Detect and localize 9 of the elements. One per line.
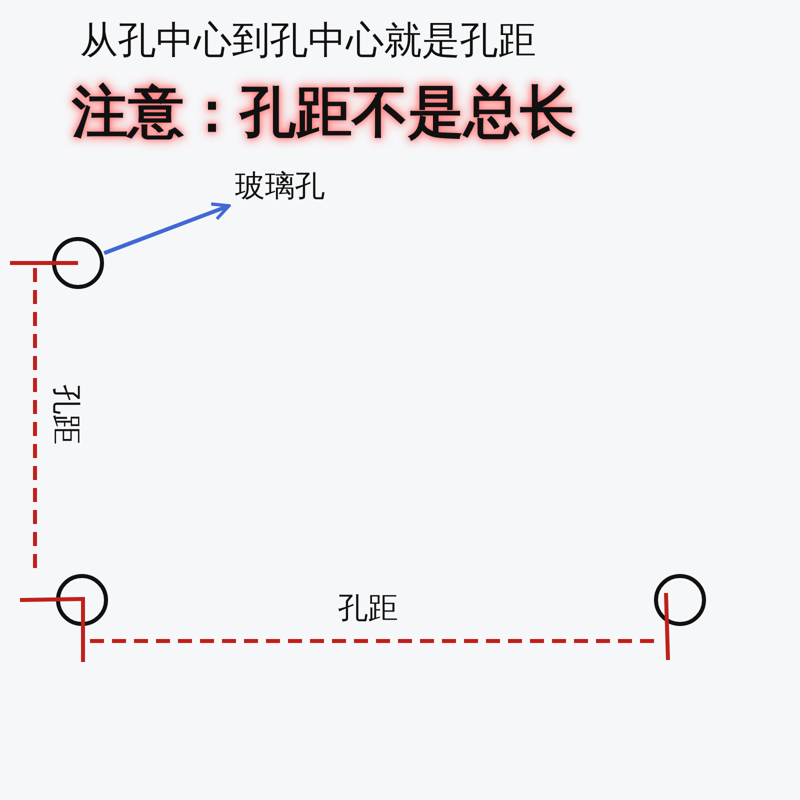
dimension-label: 孔距	[50, 384, 82, 444]
dimension-label: 孔距	[338, 592, 398, 625]
title: 从孔中心到孔中心就是孔距	[80, 20, 536, 62]
warning-heading: 注意：孔距不是总长	[72, 82, 576, 144]
hole-circle	[56, 574, 108, 626]
arrow	[103, 202, 231, 255]
hole-circle	[52, 237, 104, 289]
part-label: 玻璃孔	[235, 170, 325, 203]
hole-circle	[654, 574, 706, 626]
